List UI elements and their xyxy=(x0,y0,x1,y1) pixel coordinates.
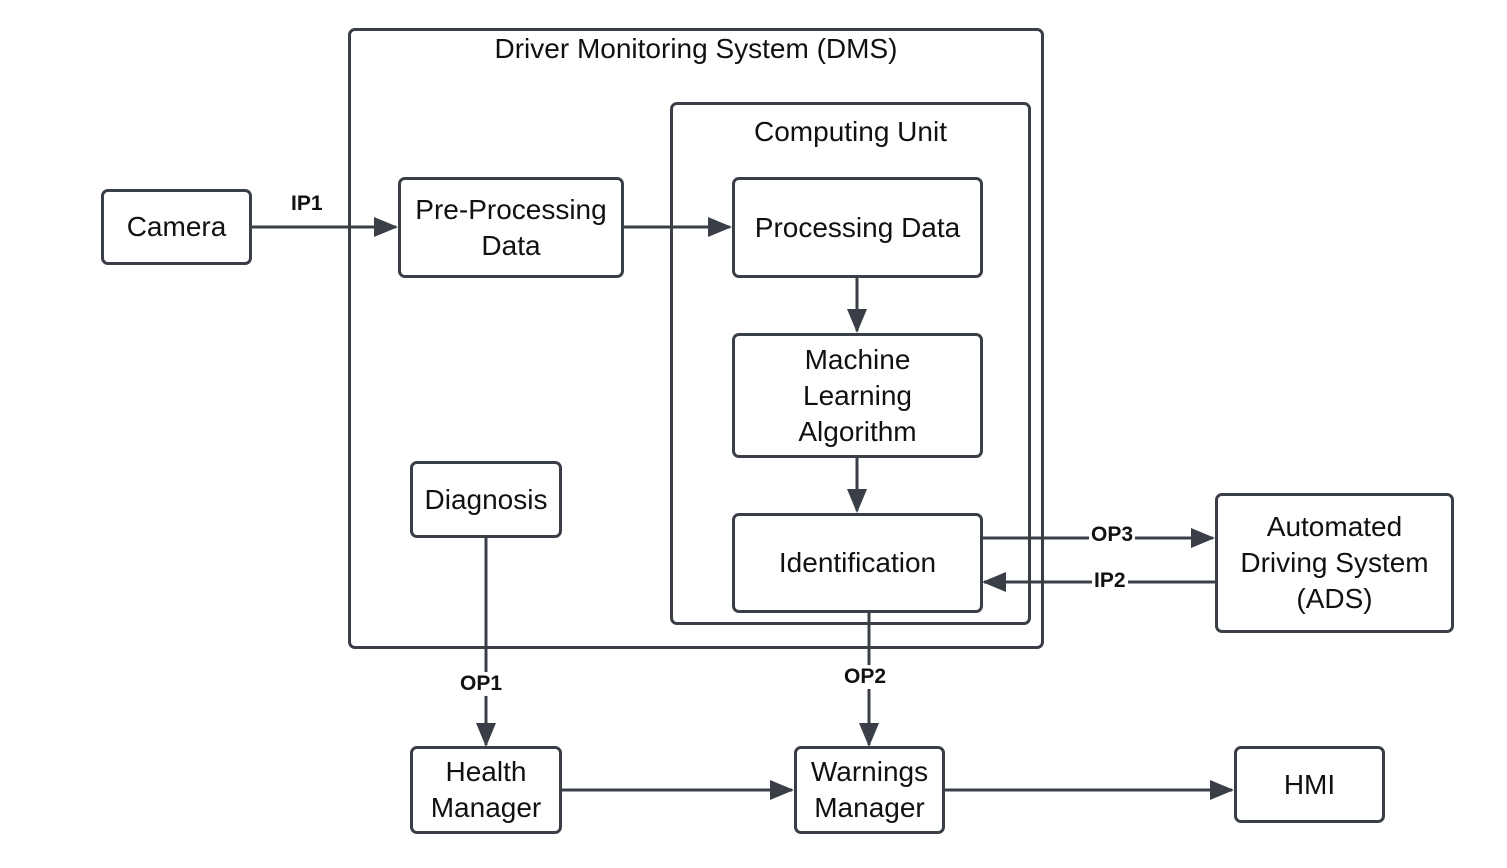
computing-unit-title: Computing Unit xyxy=(754,116,947,147)
dms-container-title: Driver Monitoring System (DMS) xyxy=(494,33,898,64)
processing-data-node: Processing Data xyxy=(732,177,983,278)
warnings-manager-node: Warnings Manager xyxy=(794,746,945,834)
ip2-label: IP2 xyxy=(1092,569,1128,593)
camera-node: Camera xyxy=(101,189,252,265)
ip1-label: IP1 xyxy=(289,192,325,216)
op1-label: OP1 xyxy=(458,672,505,696)
op3-label: OP3 xyxy=(1089,523,1136,547)
health-manager-node: Health Manager xyxy=(410,746,562,834)
identification-node: Identification xyxy=(732,513,983,613)
dms-container xyxy=(348,28,1044,649)
preprocessing-data-node: Pre-Processing Data xyxy=(398,177,624,278)
computing-unit-container xyxy=(670,102,1031,625)
diagnosis-node: Diagnosis xyxy=(410,461,562,538)
machine-learning-algorithm-node: Machine Learning Algorithm xyxy=(732,333,983,458)
op2-label: OP2 xyxy=(842,665,889,689)
hmi-node: HMI xyxy=(1234,746,1385,823)
automated-driving-system-node: Automated Driving System (ADS) xyxy=(1215,493,1454,633)
